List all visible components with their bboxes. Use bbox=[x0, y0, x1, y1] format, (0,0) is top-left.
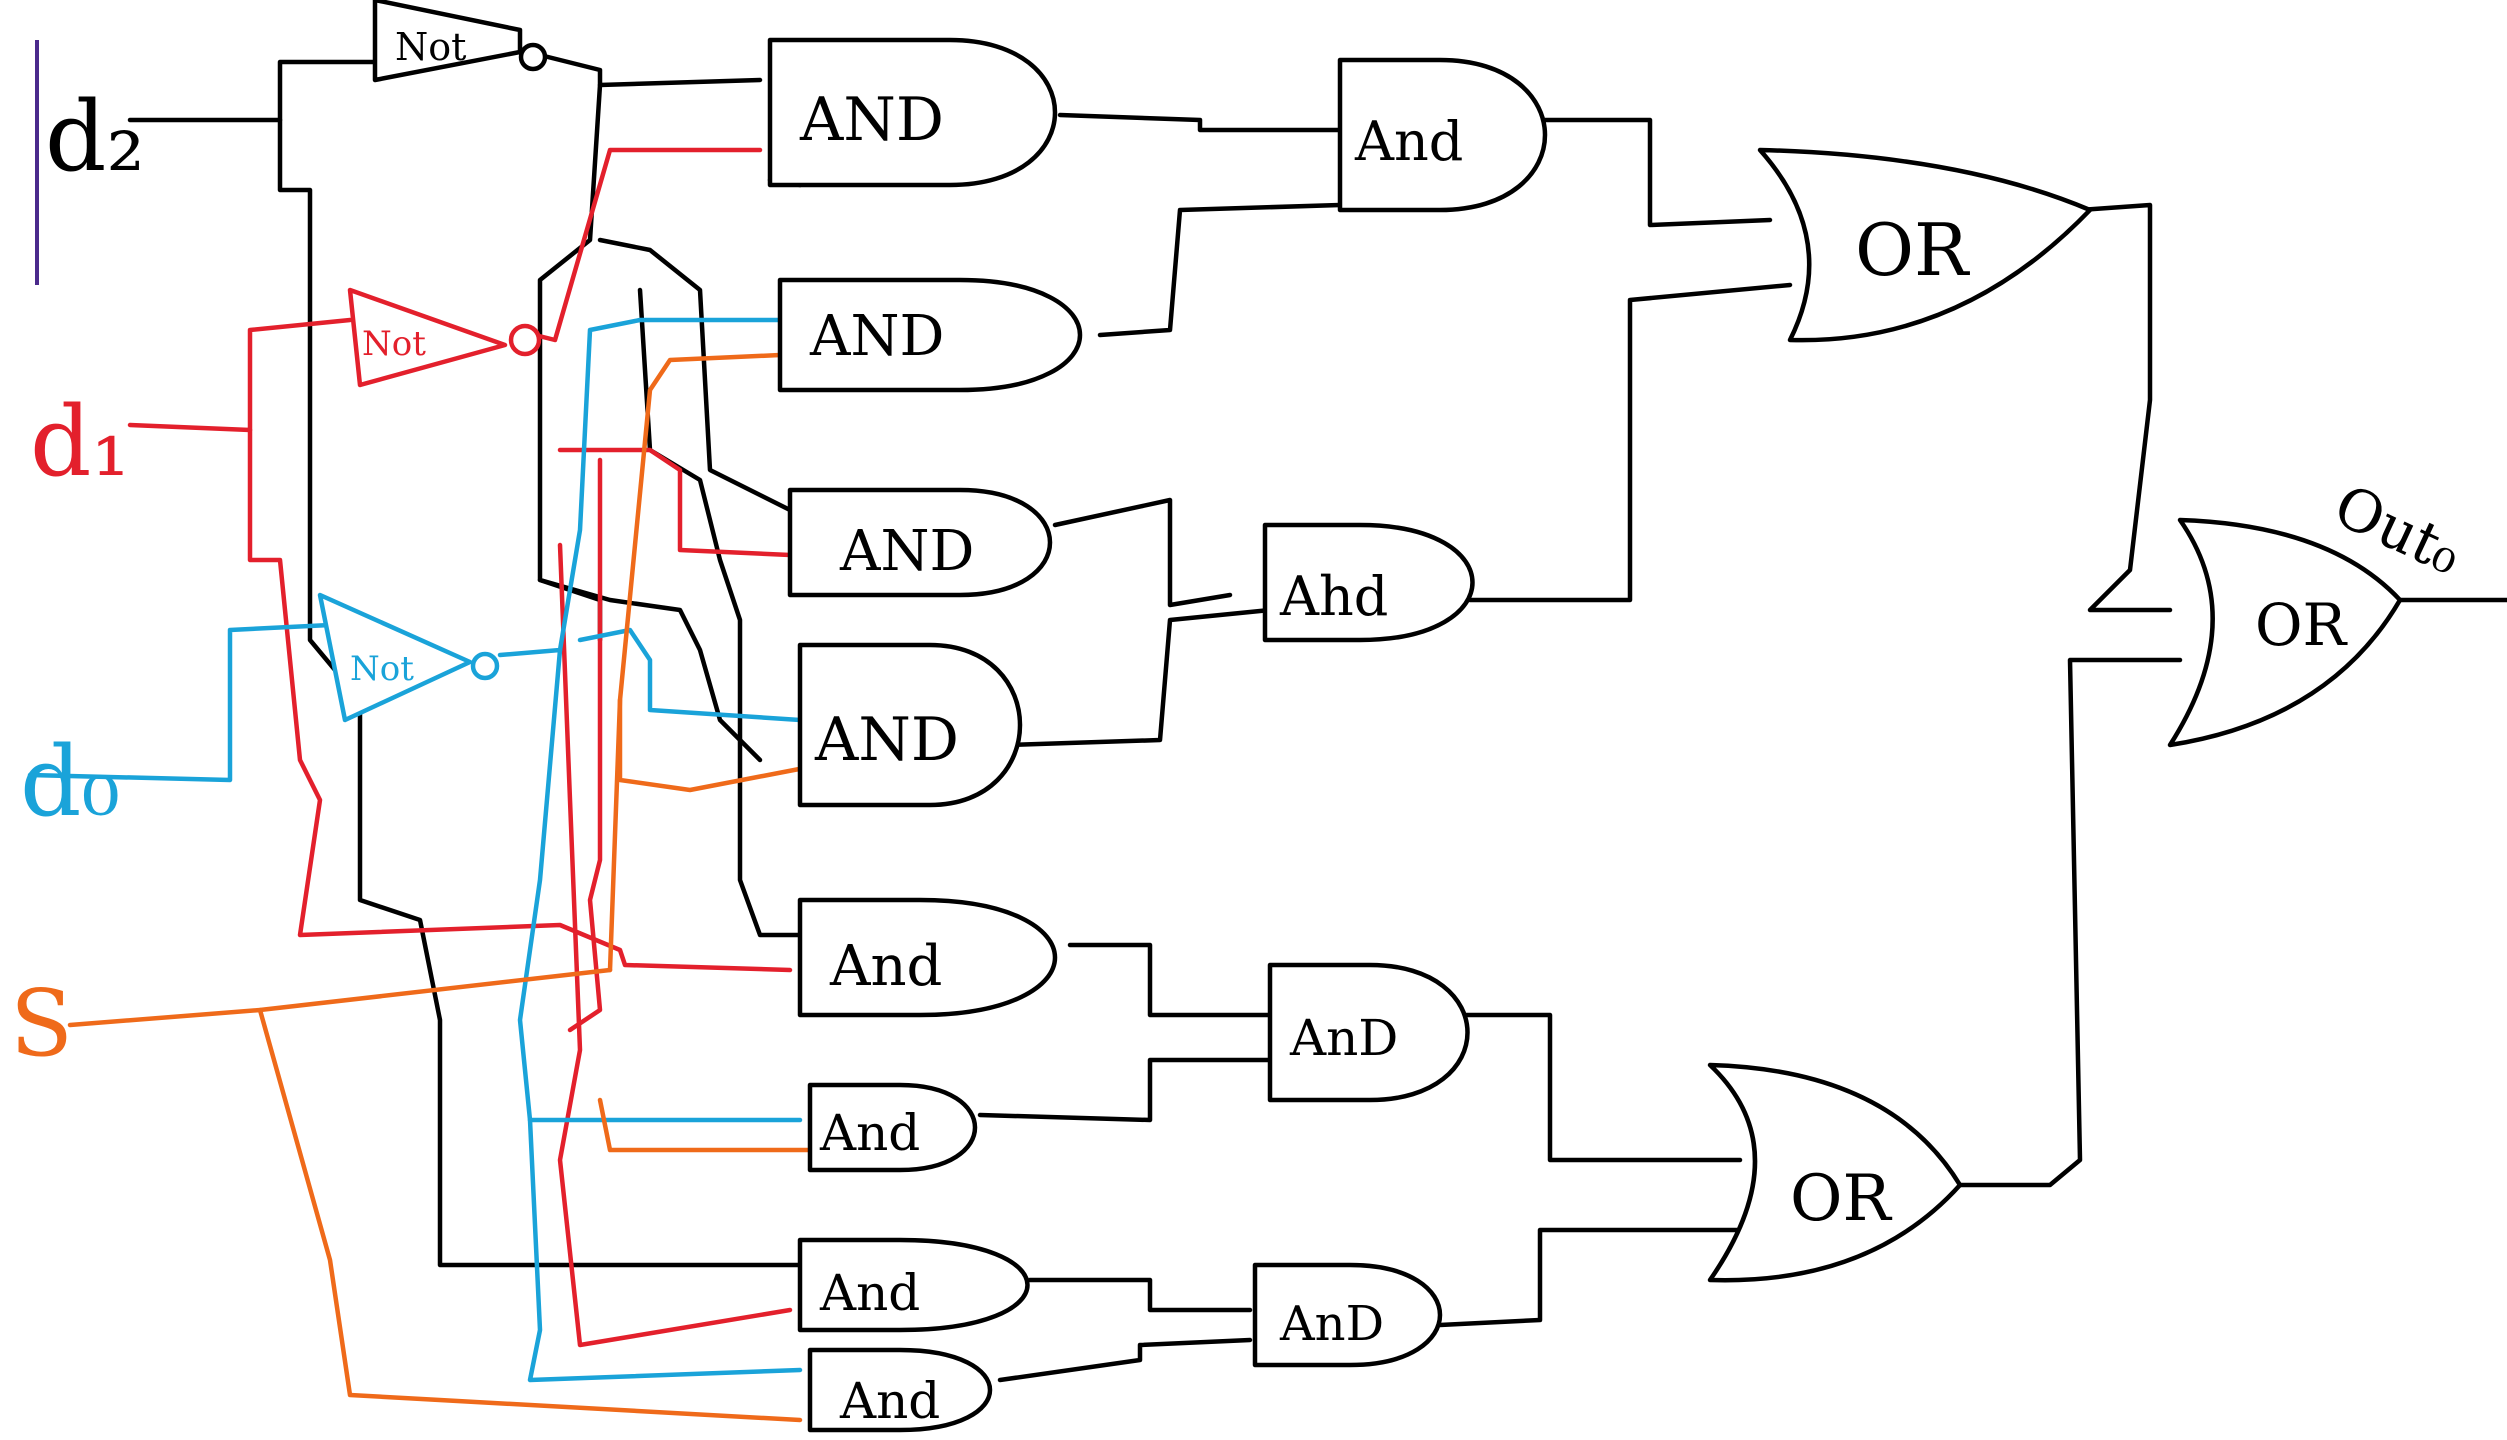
and-gate-2: AND bbox=[777, 277, 1082, 393]
input-label-d2: d₂ bbox=[45, 81, 145, 193]
and-gate-11-label: AnD bbox=[1289, 1009, 1398, 1067]
and-gate-10: Ahd bbox=[1262, 522, 1475, 643]
input-label-d1: d₁ bbox=[30, 386, 130, 498]
and-gate-4-label: AND bbox=[814, 705, 959, 775]
and-gate-3-label: AND bbox=[839, 519, 974, 584]
and-gate-9: And bbox=[1337, 57, 1548, 213]
and-gate-8-label: And bbox=[839, 1372, 940, 1430]
and-gate-12-label: AnD bbox=[1279, 1296, 1384, 1352]
and-gate-1-label: AND bbox=[799, 85, 944, 155]
not-gate-d2: Not bbox=[372, 0, 548, 83]
input-label-d0: d₀ bbox=[20, 726, 120, 838]
and-gate-1: AND bbox=[767, 37, 1058, 188]
not-gate-d1: Not bbox=[347, 287, 542, 388]
and-gate-7: And bbox=[797, 1237, 1030, 1333]
or-gate-final-label: OR bbox=[2255, 591, 2349, 659]
and-gate-5: And bbox=[797, 897, 1058, 1018]
wires bbox=[27, 52, 2507, 1423]
and-gate-7-label: And bbox=[819, 1264, 920, 1322]
and-gate-8: And bbox=[807, 1347, 993, 1433]
and-gate-3: AND bbox=[787, 487, 1053, 598]
not-gate-d0-label: Not bbox=[350, 649, 414, 689]
not-gate-d2-label: Not bbox=[395, 25, 466, 69]
input-label-s: S bbox=[10, 970, 73, 1077]
not-gate-d1-label: Not bbox=[362, 324, 426, 364]
or-gate-final: OR bbox=[2167, 517, 2403, 748]
and-gate-6: And bbox=[807, 1082, 977, 1173]
or-gate-top-label: OR bbox=[1855, 208, 1970, 292]
and-gate-6-label: And bbox=[819, 1104, 920, 1162]
and-gate-5-label: And bbox=[829, 934, 942, 999]
or-gate-bottom: OR bbox=[1707, 1062, 1963, 1283]
or-gate-top: OR bbox=[1757, 147, 2093, 343]
and-gate-10-label: Ahd bbox=[1279, 565, 1388, 628]
or-gate-bottom-label: OR bbox=[1790, 1162, 1892, 1236]
and-gate-2-label: AND bbox=[809, 304, 944, 369]
and-gate-4: AND bbox=[797, 642, 1023, 808]
and-gate-12: AnD bbox=[1252, 1262, 1443, 1368]
and-gate-11: AnD bbox=[1267, 962, 1470, 1103]
and-gate-9-label: And bbox=[1354, 110, 1463, 173]
not-gate-d0: Not bbox=[317, 592, 500, 723]
